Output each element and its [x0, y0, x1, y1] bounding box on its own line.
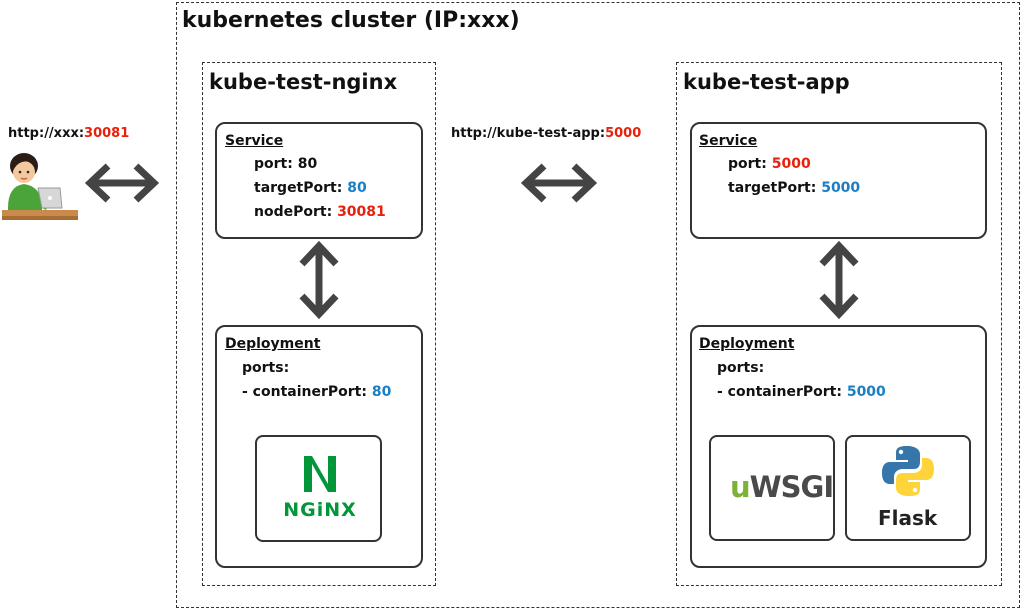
middle-url-prefix: http://kube-test-app:	[451, 126, 606, 141]
uwsgi-logo-u: u	[730, 470, 751, 504]
nginx-namespace-frame	[202, 62, 436, 586]
nginx-logo-text: NGiNX	[283, 499, 357, 521]
nginx-service-nodeport-label: nodePort:	[254, 204, 338, 220]
app-service-targetport-value: 5000	[821, 180, 861, 196]
app-namespace-title: kube-test-app	[683, 70, 850, 94]
app-deployment-containerport: - containerPort: 5000	[717, 384, 886, 400]
nginx-deployment-containerport-value: 80	[371, 384, 392, 400]
flask-logo-text: Flask	[878, 506, 938, 530]
nginx-service-deployment-arrow-icon	[299, 240, 339, 320]
nginx-service-targetport: targetPort: 80	[254, 180, 367, 196]
nginx-deployment-title: Deployment	[225, 336, 321, 352]
nginx-service-port: port: 80	[254, 156, 317, 172]
nginx-deployment-containerport: - containerPort: 80	[242, 384, 391, 400]
nginx-service-port-value: 80	[297, 156, 318, 172]
nginx-service-title: Service	[225, 133, 284, 149]
app-deployment-title: Deployment	[699, 336, 795, 352]
app-service-box	[690, 122, 987, 239]
nginx-app-arrow-icon	[520, 163, 598, 203]
user-nginx-arrow-icon	[84, 163, 160, 203]
app-service-port-value: 5000	[771, 156, 811, 172]
nginx-logo-box	[255, 435, 382, 542]
nginx-service-targetport-value: 80	[347, 180, 367, 196]
app-namespace-frame	[676, 62, 1002, 586]
nginx-deployment-ports-label: ports:	[242, 360, 290, 376]
uwsgi-logo-rest: WSGI	[749, 470, 834, 504]
app-service-deployment-arrow-icon	[819, 240, 859, 320]
python-logo-icon	[882, 446, 934, 496]
nginx-service-box	[215, 122, 423, 239]
nginx-namespace-title: kube-test-nginx	[209, 70, 398, 94]
app-service-targetport-label: targetPort:	[728, 180, 822, 196]
cluster-frame	[176, 2, 1020, 608]
app-deployment-containerport-value: 5000	[846, 384, 886, 400]
nginx-service-port-label: port:	[254, 156, 298, 172]
app-deployment-containerport-label: - containerPort:	[717, 384, 847, 400]
user-url-prefix: http://xxx:	[8, 126, 85, 141]
uwsgi-logo-box	[709, 435, 835, 541]
app-service-title: Service	[699, 133, 758, 149]
user-url: http://xxx:30081	[8, 126, 129, 141]
user-url-port: 30081	[84, 126, 130, 141]
uwsgi-logo-icon: uWSGI	[730, 470, 834, 504]
nginx-service-nodeport-value: 30081	[337, 204, 386, 220]
nginx-logo-icon: NGiNX	[283, 456, 357, 521]
app-deployment-ports-label: ports:	[717, 360, 765, 376]
cluster-title: kubernetes cluster (IP:xxx)	[182, 8, 520, 33]
nginx-service-targetport-label: targetPort:	[254, 180, 348, 196]
user-at-laptop-icon	[2, 153, 78, 220]
app-service-targetport: targetPort: 5000	[728, 180, 860, 196]
app-service-port-label: port:	[728, 156, 772, 172]
middle-url: http://kube-test-app:5000	[451, 126, 641, 141]
middle-url-port: 5000	[605, 126, 642, 141]
nginx-deployment-containerport-label: - containerPort:	[242, 384, 372, 400]
nginx-service-nodeport: nodePort: 30081	[254, 204, 386, 220]
app-service-port: port: 5000	[728, 156, 811, 172]
